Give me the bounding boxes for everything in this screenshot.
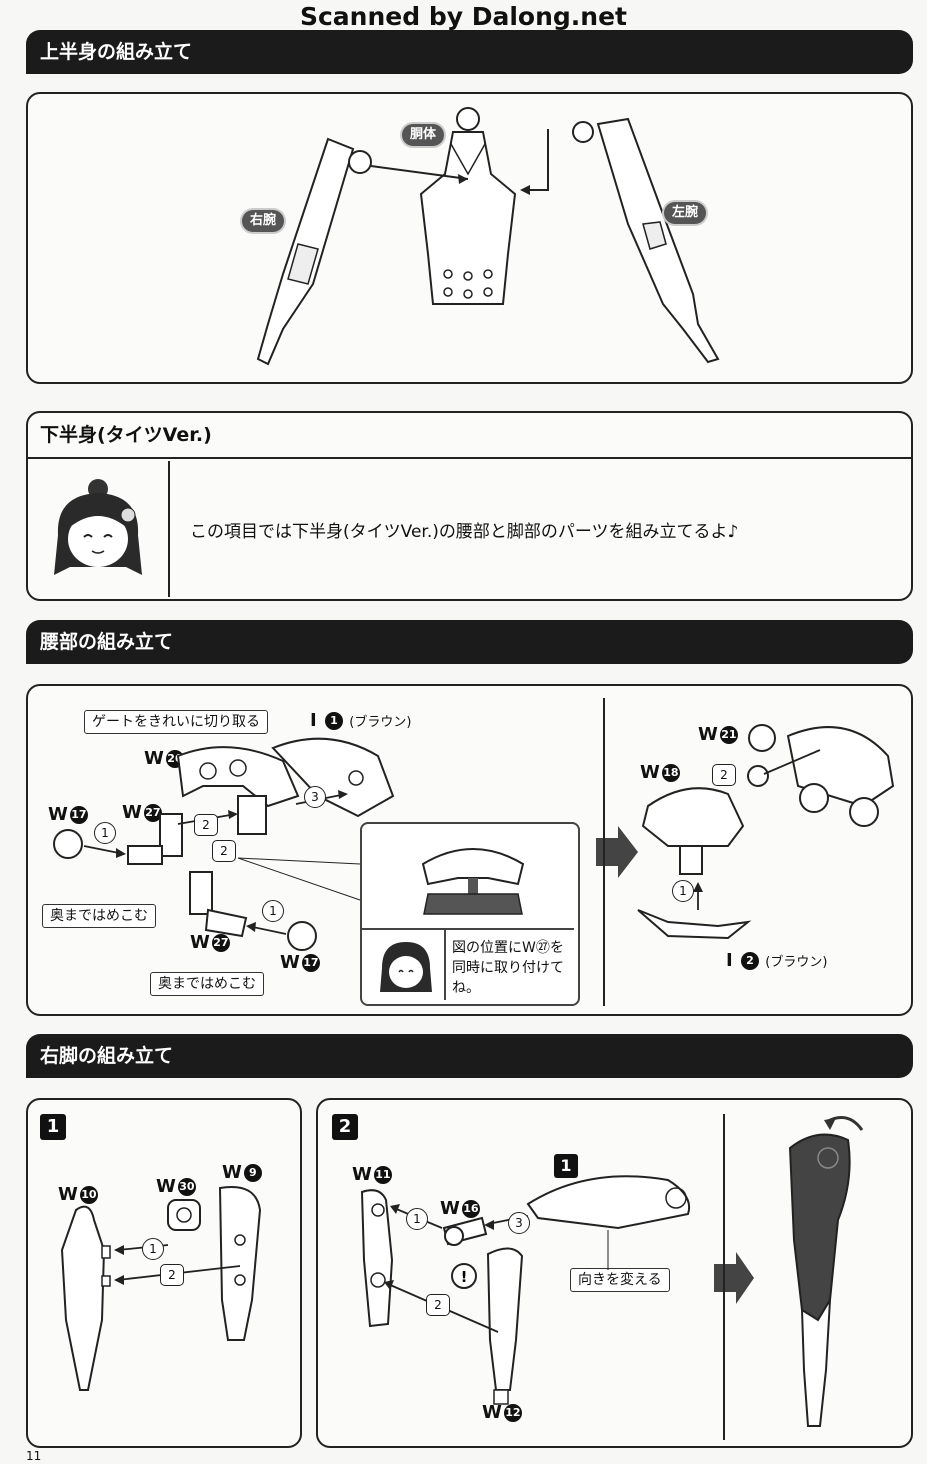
part-i1: I 1 (ブラウン) bbox=[310, 710, 412, 731]
tip-inner-divider bbox=[444, 930, 446, 1000]
direction-note: 向きを変える bbox=[570, 1268, 670, 1292]
push-note-1: 奥まではめこむ bbox=[42, 904, 156, 928]
tip-box: 図の位置にW㉗を同時に取り付けてね。 bbox=[360, 822, 580, 1006]
step-marker: 2 bbox=[426, 1294, 450, 1316]
divider bbox=[168, 461, 170, 597]
part-i2: I 2 (ブラウン) bbox=[726, 950, 828, 971]
watermark: Scanned by Dalong.net bbox=[299, 2, 627, 31]
step-marker: 2 bbox=[160, 1264, 184, 1286]
right-arm-label: 右腕 bbox=[242, 210, 285, 232]
step-marker: 2 bbox=[212, 840, 236, 862]
step-marker: 1 bbox=[142, 1238, 164, 1260]
section-header-waist: 腰部の組み立て bbox=[26, 620, 913, 664]
step-marker: 1 bbox=[672, 880, 694, 902]
step-marker: 2 bbox=[194, 814, 218, 836]
gate-note: ゲートをきれいに切り取る bbox=[84, 710, 268, 734]
step-marker: 3 bbox=[304, 786, 326, 808]
torso-label: 胴体 bbox=[402, 124, 445, 146]
left-arm-illustration bbox=[572, 117, 720, 364]
tip-divider bbox=[362, 928, 574, 930]
step-number-badge: 1 bbox=[40, 1114, 66, 1140]
character-avatar-icon bbox=[54, 479, 142, 575]
warning-icon: ! bbox=[461, 1268, 468, 1286]
section-header-right-leg: 右脚の組み立て bbox=[26, 1034, 913, 1078]
step-marker: 1 bbox=[406, 1208, 428, 1230]
reference-badge: 1 bbox=[554, 1154, 578, 1178]
step-marker: 3 bbox=[508, 1212, 530, 1234]
step-marker: 2 bbox=[712, 764, 736, 786]
section-header-upper-body: 上半身の組み立て bbox=[26, 30, 913, 74]
lower-body-intro-panel: 下半身(タイツVer.) この項目では下半身(タイツVer.)の腰部と脚部のパー… bbox=[26, 411, 913, 601]
upper-body-panel: 胴体 右腕 左腕 bbox=[26, 92, 913, 384]
character-avatar-icon bbox=[380, 942, 432, 992]
page-number: 11 bbox=[26, 1449, 42, 1463]
tip-text: 図の位置にW㉗を同時に取り付けてね。 bbox=[452, 940, 564, 996]
assembly-arrows bbox=[370, 129, 549, 195]
step-number-badge: 2 bbox=[332, 1114, 358, 1140]
step-marker: 1 bbox=[262, 900, 284, 922]
right-arm-illustration bbox=[256, 137, 372, 366]
part-detail-icon bbox=[421, 848, 525, 915]
push-note-2: 奥まではめこむ bbox=[150, 972, 264, 996]
right-leg-step2-illustration: ! bbox=[360, 1114, 864, 1440]
left-arm-label: 左腕 bbox=[664, 202, 707, 224]
lower-body-description: この項目では下半身(タイツVer.)の腰部と脚部のパーツを組み立てるよ♪ bbox=[190, 522, 739, 542]
section-header-lower-body: 下半身(タイツVer.) bbox=[28, 413, 911, 459]
step-marker: 1 bbox=[94, 822, 116, 844]
right-leg-step1-illustration bbox=[60, 1186, 262, 1391]
